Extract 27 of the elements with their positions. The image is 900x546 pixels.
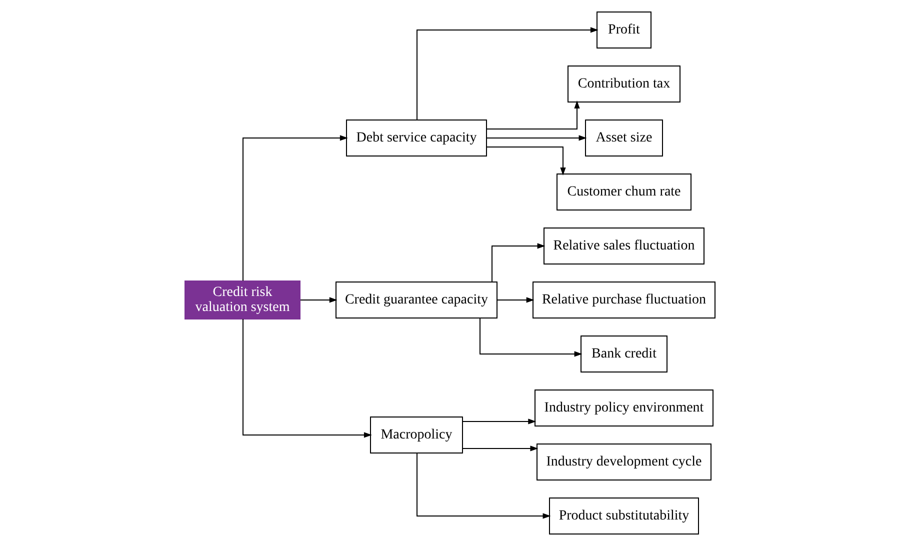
arrow bbox=[462, 446, 538, 452]
arrow bbox=[486, 146, 566, 176]
node-box: Credit risk valuation system bbox=[184, 280, 300, 320]
node-box: Customer chum rate bbox=[556, 174, 692, 210]
arrow bbox=[492, 243, 546, 282]
node-box: Industry policy environment bbox=[534, 390, 714, 426]
arrow bbox=[416, 452, 551, 519]
node-box: Product substitutability bbox=[549, 498, 699, 534]
node-box: Bank credit bbox=[580, 336, 668, 372]
arrow bbox=[242, 318, 372, 438]
arrow bbox=[462, 418, 536, 424]
arrow bbox=[300, 297, 338, 303]
arrow bbox=[480, 318, 582, 357]
node-box: Relative sales fluctuation bbox=[544, 228, 704, 264]
arrow bbox=[486, 100, 580, 130]
node-box: Macropolicy bbox=[370, 416, 463, 454]
node-box: Contribution tax bbox=[568, 66, 680, 102]
node-box: Relative purchase fluctuation bbox=[532, 282, 716, 318]
node-box: Profit bbox=[596, 12, 652, 48]
arrow bbox=[486, 135, 587, 141]
arrow bbox=[416, 27, 598, 120]
node-box: Debt service capacity bbox=[346, 120, 487, 156]
node-box: Asset size bbox=[585, 120, 663, 156]
arrow bbox=[242, 135, 348, 282]
node-box: Industry development cycle bbox=[536, 444, 712, 480]
arrow bbox=[496, 297, 534, 303]
node-box: Credit guarantee capacity bbox=[336, 282, 498, 318]
